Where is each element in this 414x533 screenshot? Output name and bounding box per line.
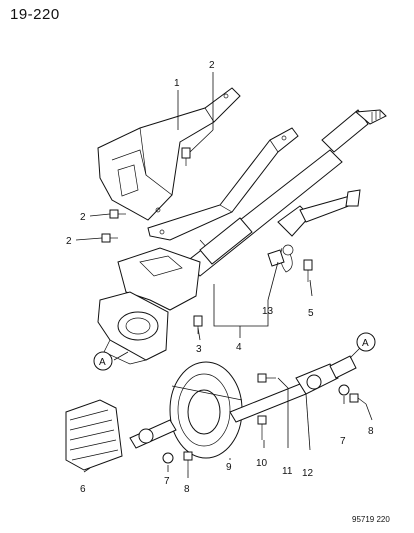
column-boot xyxy=(65,399,123,471)
spring-clip-part-13 xyxy=(267,249,285,267)
lower-bracket xyxy=(147,127,299,241)
callout-8-right: 8 xyxy=(368,426,374,437)
callout-2-mid: 2 xyxy=(80,212,86,223)
callout-7-right: 7 xyxy=(340,436,346,447)
intermediate-shaft xyxy=(129,355,357,449)
bolt-left-part-2-lower xyxy=(101,233,118,243)
callouts: 1 2 2 2 3 4 5 6 7 8 9 10 11 12 7 8 13 xyxy=(66,60,374,495)
steering-column-tube xyxy=(185,109,387,277)
callout-8-left: 8 xyxy=(184,484,190,495)
figure-code: 95719 220 xyxy=(352,515,390,524)
callout-3: 3 xyxy=(196,344,202,355)
callout-2-low: 2 xyxy=(66,236,72,247)
callout-7-left: 7 xyxy=(164,476,170,487)
callout-13: 13 xyxy=(262,306,274,317)
callout-12: 12 xyxy=(302,468,314,479)
bolt-part-11 xyxy=(257,373,276,383)
page-number: 19-220 xyxy=(10,6,60,23)
tilt-lever-assembly xyxy=(277,189,361,273)
bolt-top-part-2 xyxy=(181,147,191,166)
callout-11: 11 xyxy=(282,466,293,477)
bolt-part-10 xyxy=(257,415,267,440)
bolt-part-8-right xyxy=(349,393,367,405)
column-lower-housing xyxy=(97,247,201,365)
connector-a-right: A xyxy=(356,332,376,352)
bolt-part-3 xyxy=(193,315,203,334)
connector-a-left-label: A xyxy=(99,357,106,368)
connector-a-right-label: A xyxy=(362,338,369,349)
nut-part-7-left xyxy=(162,452,174,464)
callout-6: 6 xyxy=(80,484,86,495)
bolt-part-8-left xyxy=(183,451,193,470)
callout-2-top: 2 xyxy=(209,60,215,71)
callout-1: 1 xyxy=(174,78,180,89)
leader-lines xyxy=(75,72,373,478)
nut-part-7-right xyxy=(338,384,350,396)
bolt-part-5 xyxy=(303,259,313,282)
callout-4: 4 xyxy=(236,342,242,353)
callout-10: 10 xyxy=(256,458,268,469)
bolt-left-part-2-upper xyxy=(109,209,126,219)
mounting-bracket xyxy=(97,87,241,221)
callout-9: 9 xyxy=(226,462,232,473)
callout-5: 5 xyxy=(308,308,314,319)
connector-a-left: A xyxy=(93,351,113,371)
dash-seal xyxy=(169,361,243,459)
